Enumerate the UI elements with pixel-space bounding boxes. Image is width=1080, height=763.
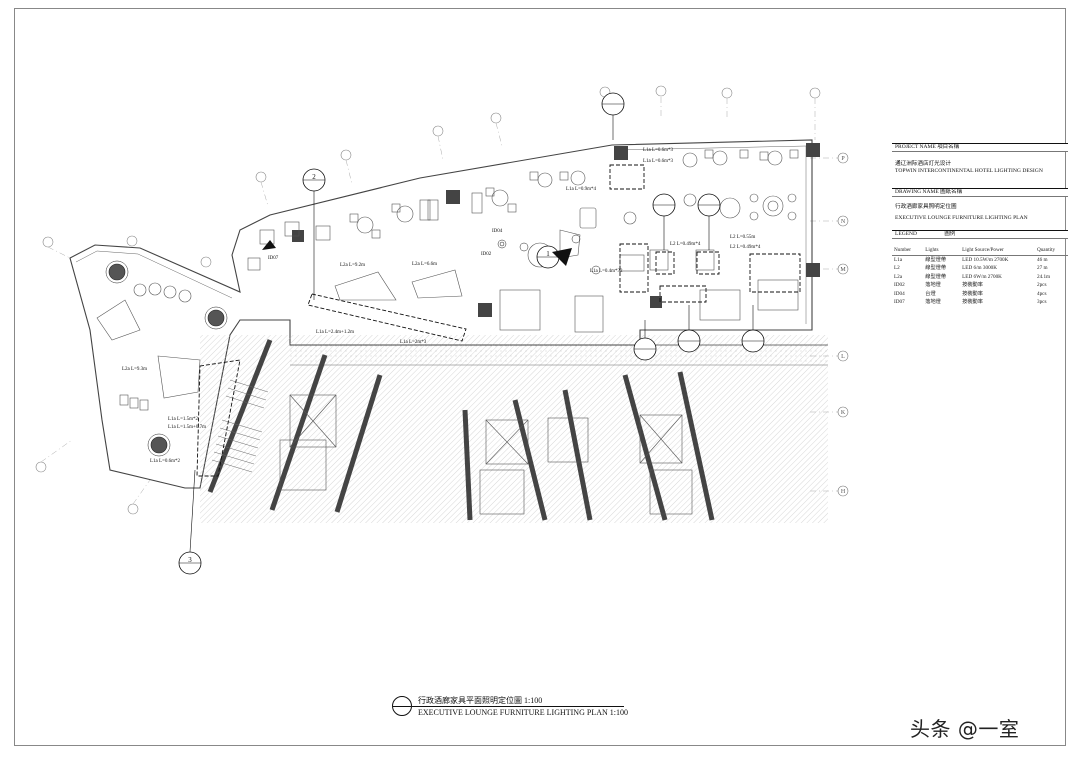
note-id04: ID04 <box>492 229 503 234</box>
title-block-project: PROJECT NAME 項目名稱 通辽洲际酒店灯光设计 TOPWIN INTE… <box>892 143 1068 175</box>
drawing-name-cn: 行政酒廊家具照明定位圖 <box>895 204 957 210</box>
title-block-legend: LEGEND 圖例 <box>892 230 1068 239</box>
note-l1a-4: L1a L=2m*3 <box>400 340 427 345</box>
drawing-name-label: DRAWING NAME 圖紙名稱 <box>892 188 1068 197</box>
legend-qty: 2pcs <box>1036 282 1047 288</box>
legend-source: LED 6/m 3000K <box>962 265 998 271</box>
title-block-drawing: DRAWING NAME 圖紙名稱 行政酒廊家具照明定位圖 EXECUTIVE … <box>892 188 1068 222</box>
note-l1a-2: L1a L=0.6m*3 <box>643 159 674 164</box>
legend-number: ID07 <box>894 299 905 305</box>
legend-label-cn: 圖例 <box>944 231 956 237</box>
legend-label-en: LEGEND <box>895 231 917 237</box>
section-no-1: 1 <box>546 250 550 258</box>
furniture <box>96 149 799 411</box>
watermark: 头条 @一室 <box>910 717 1020 741</box>
legend-row: L1a 線型燈帶 LED 10.5W/m 2700K 46 m <box>892 255 1068 264</box>
legend-source: 按裝動率 <box>962 282 983 288</box>
legend-number: L2 <box>894 265 900 271</box>
note-l1a-3: L1a L=2.4m+1.2m <box>316 330 354 335</box>
legend-light: 線型燈帶 <box>925 265 947 271</box>
caption-number-bubble <box>392 696 412 716</box>
note-id02: ID02 <box>481 252 492 257</box>
grid-label-h: H <box>841 489 846 495</box>
grid-lines-top <box>40 97 816 505</box>
legend-number: ID02 <box>894 282 905 288</box>
legend-col-source: Light Source/Power <box>960 246 1035 256</box>
grid-label-l: L <box>841 354 845 360</box>
core-area <box>200 335 828 523</box>
note-l2-1: L2 L=0.49m*4 <box>670 242 701 247</box>
note-l1a-5: L1a L=1.5m*2 <box>168 417 199 422</box>
note-l1a-7: L1a L=0.6m*2 <box>150 459 181 464</box>
legend-number: ID04 <box>894 290 905 297</box>
legend-source: LED 10.5W/m 2700K <box>962 256 1009 263</box>
legend-source: LED 6W/m 2700K <box>962 273 1002 280</box>
note-l1a-1: L1a L=0.6m*3 <box>643 148 674 153</box>
note-l2a-1: L2a L=9.2m <box>340 263 365 268</box>
legend-light: 落地燈 <box>925 282 941 288</box>
legend-header-row: Number Lights Light Source/Power Quantit… <box>892 246 1068 256</box>
note-l2-3: L2 L=0.49m*4 <box>730 245 761 250</box>
legend-qty: 46 m <box>1036 256 1048 263</box>
legend-label: LEGEND 圖例 <box>892 230 1068 239</box>
legend-number: L2a <box>894 273 903 280</box>
note-l2a-3: L2a L=9.3m <box>122 367 147 372</box>
drawing-name-en: EXECUTIVE LOUNGE FURNITURE LIGHTING PLAN <box>895 215 1028 221</box>
sheet-border <box>14 8 1066 746</box>
legend-number: L1a <box>894 256 903 263</box>
legend-row: L2a 線型燈帶 LED 6W/m 2700K 24.1m <box>892 273 1068 282</box>
legend-qty: 4pcs <box>1036 290 1047 297</box>
legend-source: 按裝動率 <box>962 290 983 297</box>
caption-rule <box>412 706 624 707</box>
legend-col-number: Number <box>892 246 924 256</box>
legend-light: 台燈 <box>925 290 936 297</box>
section-no-2: 2 <box>312 173 316 181</box>
legend-row: ID07 落地燈 按裝動率 3pcs <box>892 298 1068 307</box>
note-l1a-8: L1a L=0.4m*32 <box>590 269 623 274</box>
legend-light: 線型燈帶 <box>925 273 947 280</box>
grid-bubbles-right <box>837 152 849 497</box>
lighting-zones <box>196 164 801 477</box>
project-name-label: PROJECT NAME 項目名稱 <box>892 143 1068 152</box>
legend-source: 按裝動率 <box>962 299 983 305</box>
legend-row: ID02 落地燈 按裝動率 2pcs <box>892 281 1068 290</box>
note-l1a-9: L1a L=0.9m*4 <box>566 187 597 192</box>
legend-light: 線型燈帶 <box>925 256 947 263</box>
caption-title-cn: 行政酒廊家具平面照明定位圖 1:100 <box>418 696 543 705</box>
section-no-3: 3 <box>188 556 192 564</box>
legend-row: L2 線型燈帶 LED 6/m 3000K 27 m <box>892 264 1068 273</box>
project-name-en: TOPWIN INTERCONTINENTAL HOTEL LIGHTING D… <box>895 168 1043 174</box>
note-id07: ID07 <box>268 256 279 261</box>
legend-qty: 27 m <box>1036 265 1048 271</box>
floor-lamps <box>108 263 225 454</box>
grid-label-p: P <box>841 156 845 162</box>
legend-qty: 3pcs <box>1036 299 1047 305</box>
note-l1a-6: L1a L=1.5m+0.7m <box>168 425 206 430</box>
legend-qty: 24.1m <box>1036 273 1051 280</box>
legend-col-lights: Lights <box>923 246 961 256</box>
grid-label-n: N <box>841 219 846 225</box>
caption-title-en: EXECUTIVE LOUNGE FURNITURE LIGHTING PLAN… <box>418 708 628 717</box>
grid-label-k: K <box>841 410 846 416</box>
legend-table: Number Lights Light Source/Power Quantit… <box>892 246 1068 307</box>
legend-row: ID04 台燈 按裝動率 4pcs <box>892 290 1068 299</box>
grid-label-m: M <box>840 267 846 273</box>
legend-col-quantity: Quantity <box>1034 246 1068 256</box>
legend-light: 落地燈 <box>925 299 941 305</box>
note-l2-2: L2 L=0.55m <box>730 235 755 240</box>
project-name-cn: 通辽洲际酒店灯光设计 <box>895 161 951 167</box>
note-l2a-2: L2a L=6.6m <box>412 262 437 267</box>
